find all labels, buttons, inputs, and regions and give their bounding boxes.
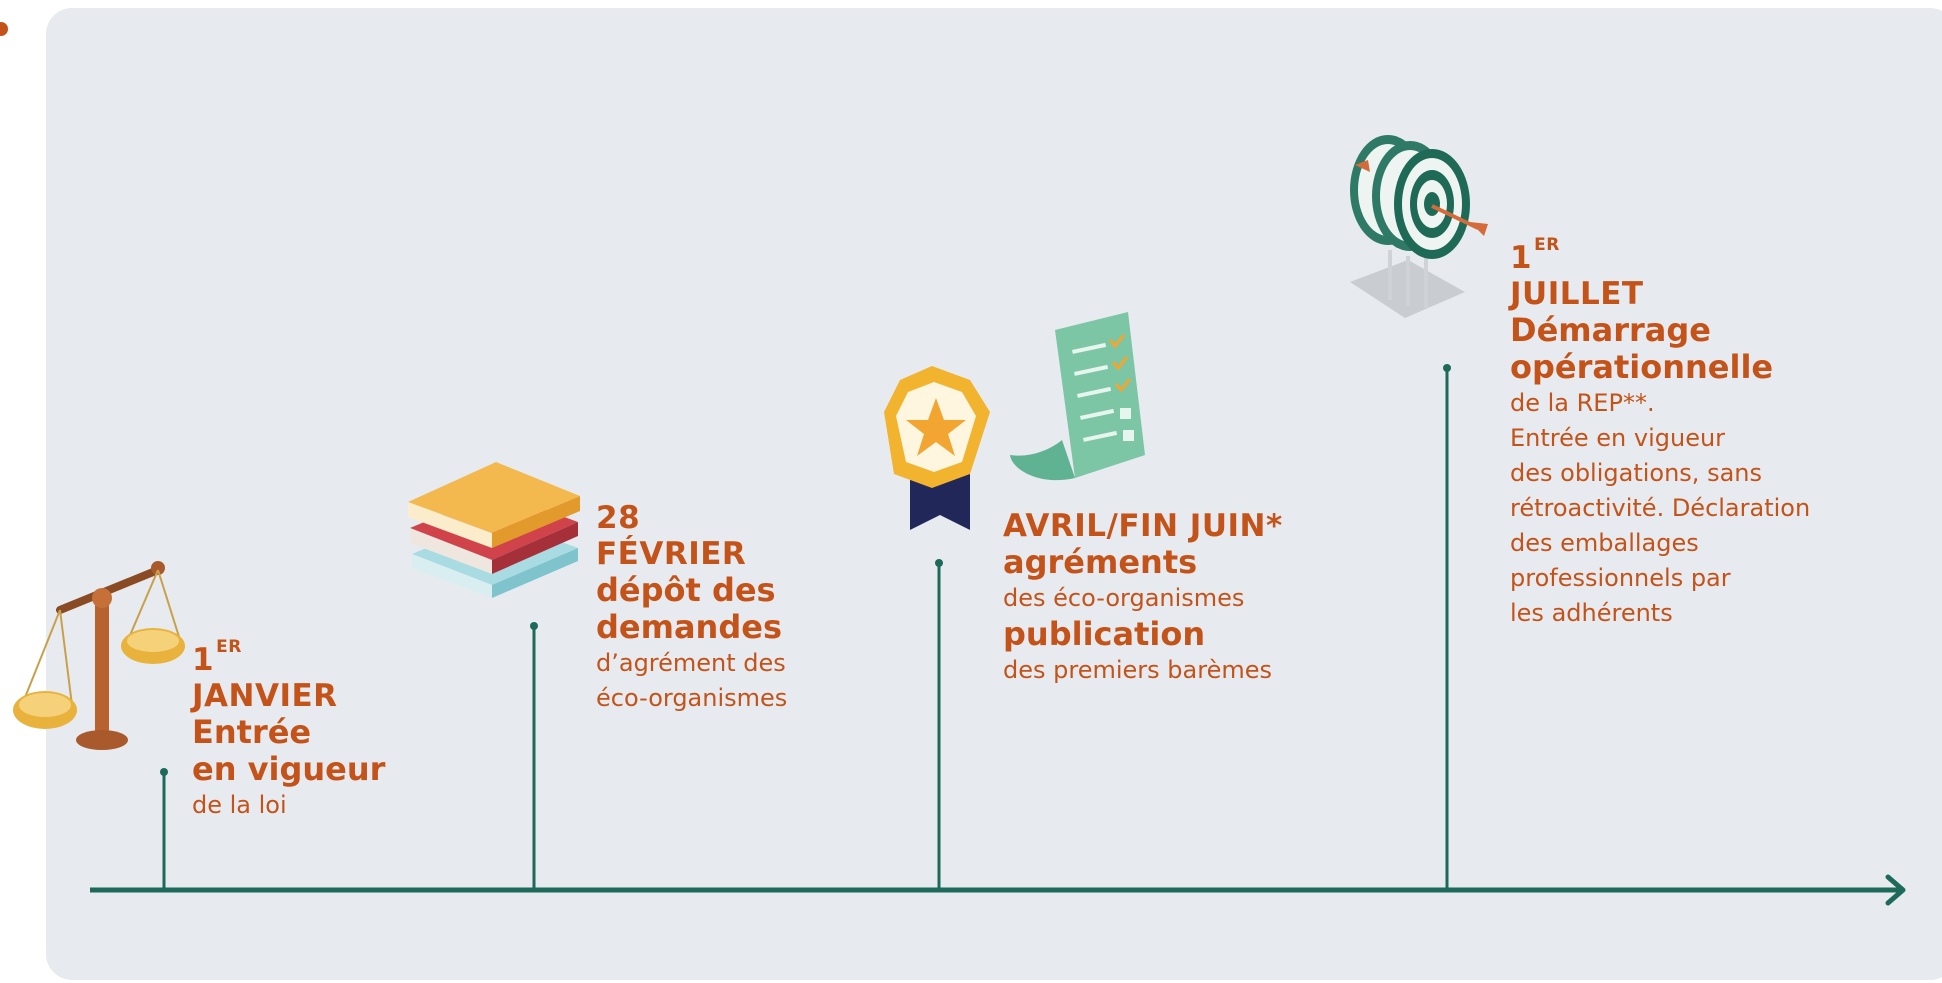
event-month: Février [596, 536, 747, 572]
event-date: 28 [596, 500, 641, 536]
marker-janvier [160, 768, 168, 890]
event-heading: agréments [1003, 543, 1198, 581]
event-text-line: les adhérents [1510, 599, 1673, 627]
event-heading-line: Entrée [192, 713, 312, 751]
axis-arrow [1885, 874, 1906, 906]
event-heading-line: dépôt des [596, 571, 776, 609]
event-date: 1er [192, 637, 242, 679]
event-text-line: des obligations, sans [1510, 459, 1762, 487]
event-month: Janvier [192, 678, 338, 714]
event-text-line: d’agrément des [596, 649, 786, 677]
event-heading: publication [1003, 615, 1206, 653]
event-avril: Avril/fin juin* agréments des éco-organi… [1003, 508, 1283, 688]
marker-fevrier [530, 622, 538, 890]
event-text-line: des premiers barèmes [1003, 656, 1272, 684]
target-icon [1350, 135, 1488, 318]
scales-icon [13, 561, 185, 750]
badge-checklist-icon [884, 312, 1145, 530]
event-heading-line: opérationnelle [1510, 348, 1774, 386]
event-text-line: de la loi [192, 791, 287, 819]
event-period: Avril/fin juin* [1003, 508, 1283, 544]
event-text-line: de la REP**. [1510, 389, 1655, 417]
event-heading-line: demandes [596, 608, 782, 646]
event-text-line: professionnels par [1510, 564, 1731, 592]
event-fevrier: 28 Février dépôt des demandes d’agrément… [596, 500, 787, 716]
event-month: Juillet [1510, 276, 1644, 312]
event-heading-line: en vigueur [192, 750, 386, 788]
marker-juillet [1443, 364, 1451, 890]
event-date: 1er [1510, 235, 1560, 277]
corner-dot [0, 22, 8, 36]
timeline-panel [46, 8, 1942, 980]
event-text-line: des éco-organismes [1003, 584, 1245, 612]
event-janvier: 1er Janvier Entrée en vigueur de la loi [192, 637, 386, 823]
event-text-line: éco-organismes [596, 684, 788, 712]
event-text-line: rétroactivité. Déclaration [1510, 494, 1811, 522]
event-juillet: 1er Juillet Démarrage opérationnelle de … [1510, 235, 1811, 631]
event-text-line: des emballages [1510, 529, 1699, 557]
marker-avril [935, 559, 943, 890]
event-heading-line: Démarrage [1510, 311, 1711, 349]
books-icon [408, 462, 580, 598]
event-text-line: Entrée en vigueur [1510, 424, 1726, 452]
